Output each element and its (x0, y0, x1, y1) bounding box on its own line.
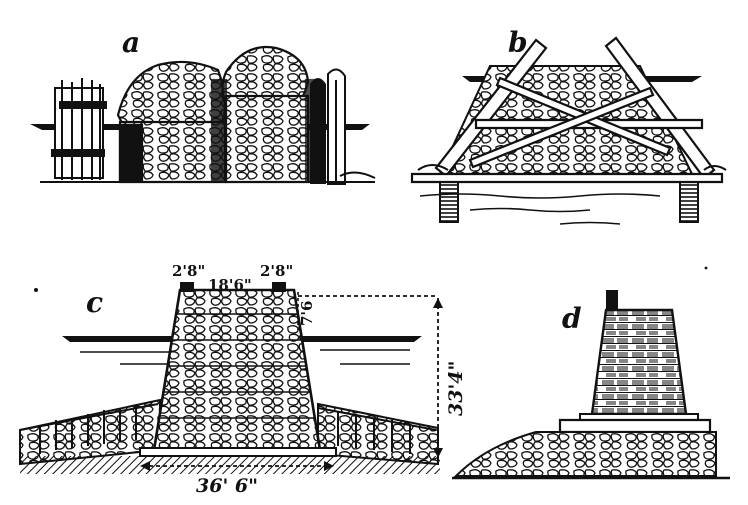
panel-d-pier-body (590, 308, 688, 416)
panel-c-riverbed (20, 456, 440, 474)
panel-a-fence (51, 78, 107, 180)
panel-a-posts (310, 68, 346, 185)
panel-d: d (452, 290, 730, 480)
ink-speck (704, 266, 708, 270)
panel-c-base-width-dim: 36' 6" (196, 475, 258, 497)
panel-c-height-dim: 33'4" (445, 361, 467, 416)
panel-c-footing (139, 447, 337, 457)
panel-c-pier-courses (160, 313, 314, 419)
panel-a-boulders (116, 45, 322, 184)
panel-b-left-pile (439, 181, 459, 223)
ink-speck (34, 288, 38, 292)
panel-c-left-ledge-dim: 2'8" (172, 262, 205, 280)
panel-b-water (419, 193, 661, 225)
panel-c-water-ripples (80, 349, 410, 365)
panel-d-coping (606, 290, 618, 312)
panel-c-right-palisade (317, 407, 437, 454)
panel-c-left-cap (180, 282, 194, 292)
panel-c-dimension-lines (142, 289, 439, 467)
panel-b-sill (410, 172, 724, 184)
panel-c-top-step-dim: 7'6 (298, 301, 316, 326)
panel-b-right-pile (679, 181, 699, 223)
panel-c-arrowheads (140, 298, 443, 471)
panel-d-label: d (562, 302, 582, 335)
panel-d-rubble-mound (453, 431, 717, 477)
panel-b: b (410, 26, 727, 225)
panel-b-label: b (508, 26, 528, 59)
panel-a: a (30, 26, 376, 185)
panel-c-left-palisade (19, 403, 159, 454)
panel-b-frame (434, 36, 716, 180)
panel-d-footing (558, 418, 712, 434)
panel-c-right-ledge-dim: 2'8" (260, 262, 293, 280)
panel-c-top-width-dim: 18'6" (208, 276, 252, 294)
panel-c-label: c (86, 286, 103, 319)
panel-c: c (19, 262, 467, 497)
panel-c-right-cap (272, 282, 286, 292)
panel-a-label: a (122, 26, 140, 59)
